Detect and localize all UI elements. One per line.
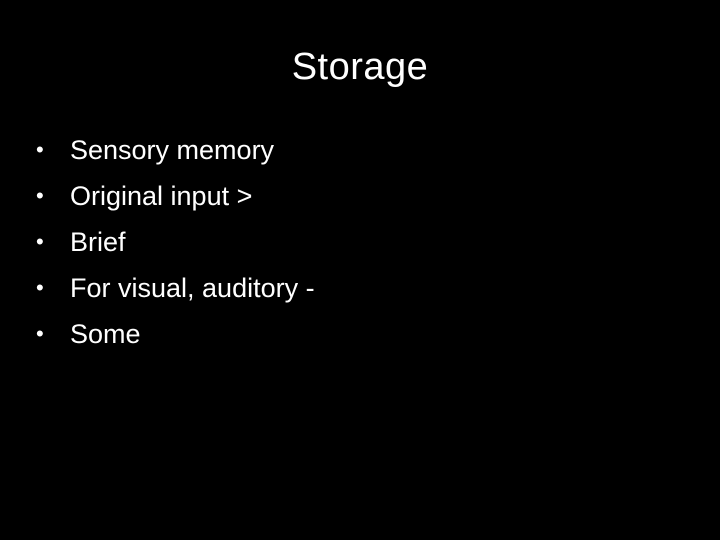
bullet-list: • Sensory memory • Original input > • Br… (36, 127, 315, 357)
bullet-icon: • (36, 183, 44, 208)
slide-title: Storage (0, 44, 720, 90)
slide-title-text: Storage (291, 46, 429, 88)
list-item: • For visual, auditory - (36, 265, 315, 311)
list-item: • Some (36, 311, 315, 357)
bullet-icon: • (36, 321, 44, 346)
list-item: • Sensory memory (36, 127, 315, 173)
bullet-icon: • (36, 137, 44, 162)
list-item: • Brief (36, 219, 315, 265)
bullet-icon: • (36, 229, 44, 254)
bullet-text: Brief (70, 227, 126, 257)
list-item: • Original input > (36, 173, 315, 219)
bullet-text: Sensory memory (70, 135, 275, 165)
bullet-text: Original input > (70, 181, 253, 211)
bullet-text: Some (70, 319, 141, 349)
bullet-icon: • (36, 275, 44, 300)
bullet-text: For visual, auditory - (70, 273, 315, 303)
